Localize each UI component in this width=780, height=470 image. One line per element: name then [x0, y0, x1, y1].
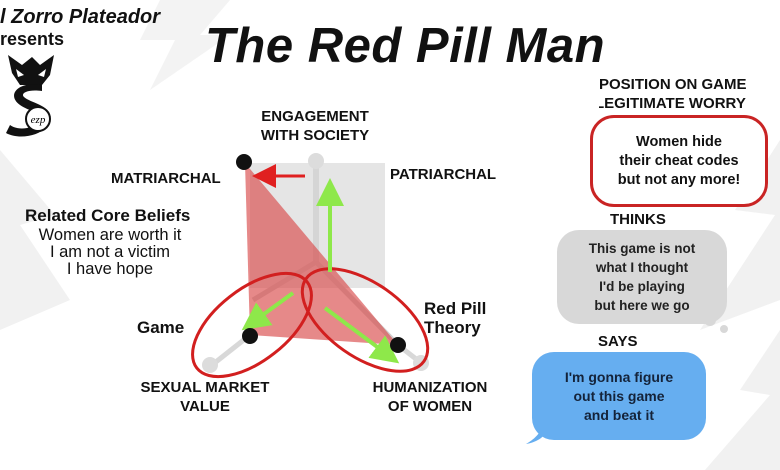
theory-label: Red Pill Theory [424, 299, 486, 337]
belief-item: Women are worth it [38, 226, 182, 244]
says-line: I'm gonna figure [564, 368, 674, 385]
position-heading-line-1: POSITION ON GAME [599, 76, 747, 93]
legitimate-worry-box: Women hide their cheat codes but not any… [590, 115, 768, 207]
thinks-line: I'd be playing [599, 279, 685, 294]
belief-item: I am not a victim [49, 243, 171, 261]
logo-text: ezp [31, 114, 46, 126]
core-beliefs: Related Core Beliefs Women are worth it … [25, 206, 225, 278]
thinks-bubble: This game is not what I thought I'd be p… [557, 230, 727, 324]
axis-top-line-1: ENGAGEMENT [261, 108, 369, 125]
worry-line: Women hide [636, 133, 722, 150]
matriarchal-label: MATRIARCHAL [111, 170, 221, 187]
says-line: and beat it [583, 406, 654, 423]
presenter-line-1: l Zorro Plateador [0, 6, 161, 28]
game-ellipse [191, 271, 313, 379]
belief-item: I have hope [66, 260, 154, 278]
bottom-left-label: SEXUAL MARKET VALUE [130, 378, 280, 416]
thinks-line: This game is not [588, 241, 696, 256]
beliefs-heading: Related Core Beliefs [25, 206, 191, 225]
says-label: SAYS [598, 333, 638, 350]
bottom-right-label: HUMANIZATION OF WOMEN [355, 378, 505, 416]
bottom-right-line-2: OF WOMEN [387, 398, 473, 415]
presenter-line-2: resents [0, 29, 65, 49]
thought-bubble-dots-icon [704, 314, 728, 333]
green-arrow-game [241, 291, 295, 331]
theory-line-2: Theory [424, 318, 481, 337]
left-bolt [0, 150, 70, 330]
theory-ellipse [300, 267, 430, 373]
bottom-left-line-2: VALUE [180, 398, 230, 415]
axis-top-label: ENGAGEMENT WITH SOCIETY [245, 107, 385, 145]
says-bubble: I'm gonna figure out this game and beat … [532, 352, 706, 440]
axis-top-line-2: WITH SOCIETY [260, 127, 370, 144]
top-grey-dot [308, 153, 324, 169]
worry-line: but not any more! [617, 171, 741, 188]
fox-logo-icon: ezp [6, 55, 54, 137]
thinks-line: but here we go [594, 298, 690, 313]
top-bolt [140, 0, 230, 90]
position-heading-line-2: LEGITIMATE WORRY [599, 95, 746, 112]
position-heading: POSITION ON GAME LEGITIMATE WORRY [599, 75, 780, 113]
patriarchal-label: PATRIARCHAL [390, 166, 497, 183]
theory-point [390, 337, 406, 353]
says-line: out this game [573, 387, 665, 404]
thinks-label: THINKS [610, 211, 666, 228]
game-point [242, 328, 258, 344]
thinks-line: what I thought [595, 260, 689, 275]
game-label: Game [137, 318, 185, 337]
worry-line: their cheat codes [619, 152, 739, 169]
bottom-right-line-1: HUMANIZATION [372, 379, 488, 396]
left-grey-dot [202, 357, 218, 373]
matriarchal-point [236, 154, 252, 170]
green-arrow-theory [323, 306, 400, 364]
right-bolt-lower [705, 330, 780, 470]
bottom-left-line-1: SEXUAL MARKET [140, 379, 270, 396]
speech-bubble-tail-icon [526, 420, 548, 444]
theory-line-1: Red Pill [424, 299, 487, 318]
page-title: The Red Pill Man [205, 19, 606, 73]
